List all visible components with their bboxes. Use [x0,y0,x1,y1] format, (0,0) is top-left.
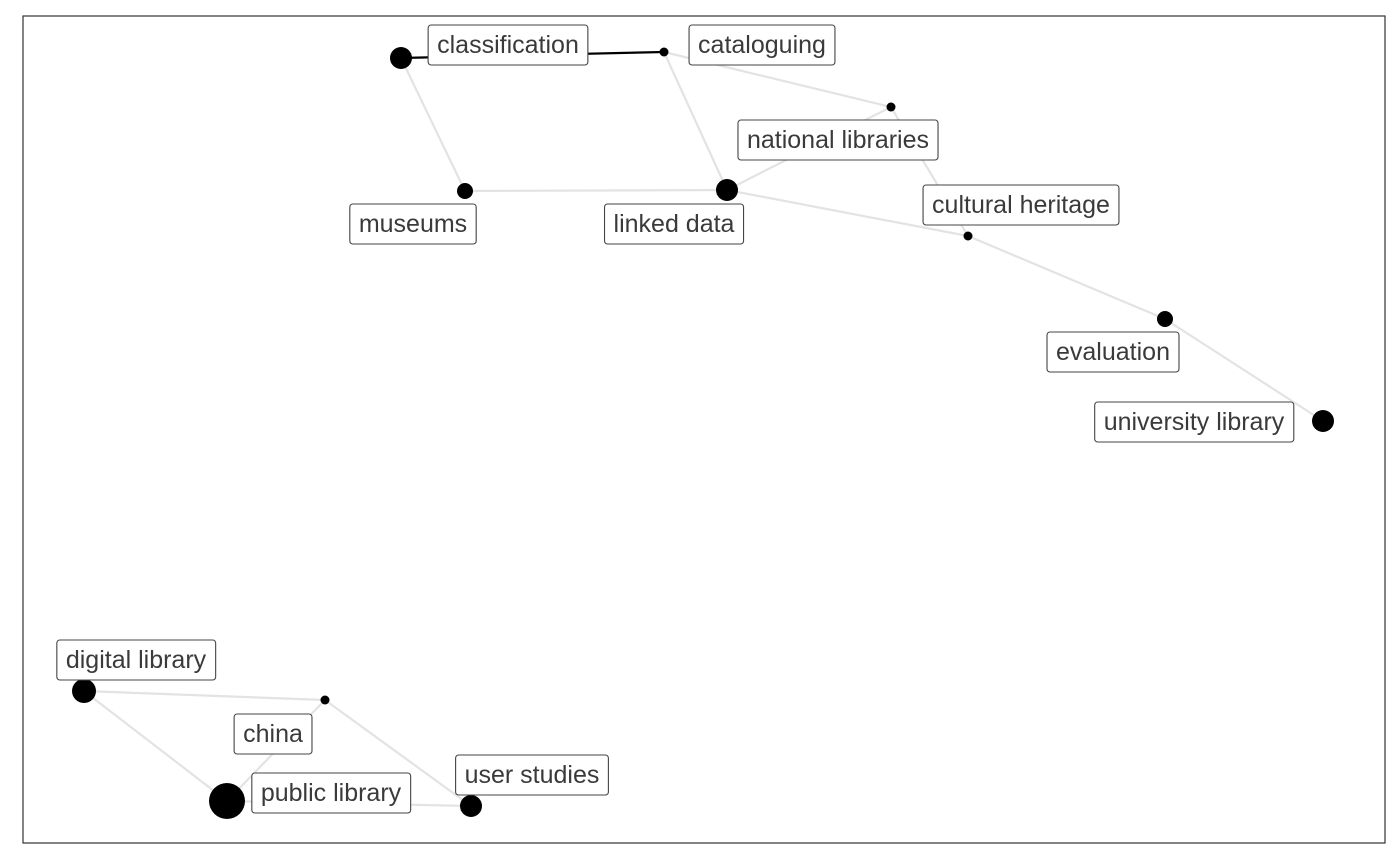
edge-digital_library-china [82,689,327,702]
label-box [349,203,477,245]
label-box [688,24,836,66]
node-cultural-heritage[interactable] [963,231,973,241]
label-box [251,772,412,814]
label-text: public library [261,779,402,807]
node-evaluation[interactable] [1157,311,1173,327]
nodes-layer [72,47,1334,819]
edge-cultural_heritage-evaluation [966,234,1167,321]
label-university-library: university library [1094,401,1295,443]
label-box [455,754,609,796]
label-box [427,24,589,66]
label-public-library: public library [251,772,412,814]
label-china: china [233,713,313,755]
edge-cataloguing-linked_data [662,50,729,192]
label-text: user studies [465,761,600,789]
label-user-studies: user studies [455,754,609,796]
label-text: museums [359,210,467,238]
edge-evaluation-university_library [1163,317,1325,423]
label-cultural-heritage: cultural heritage [922,184,1120,226]
labels-layer: classification cataloguing national librar… [56,24,1295,814]
node-digital-library[interactable] [72,679,96,703]
label-box [233,713,313,755]
label-evaluation: evaluation [1046,331,1180,373]
node-university-library[interactable] [1312,410,1334,432]
label-box [1046,331,1180,373]
node-cataloguing[interactable] [659,47,669,57]
edge-linked_data-cultural_heritage [725,188,970,238]
node-museums[interactable] [457,183,473,199]
label-classification: classification [427,24,589,66]
node-classification[interactable] [390,47,412,69]
label-text: university library [1104,408,1285,436]
label-text: classification [437,31,579,59]
label-digital-library: digital library [56,639,217,681]
label-text: national libraries [747,126,929,154]
label-text: cultural heritage [932,191,1110,219]
label-box [1094,401,1295,443]
label-text: digital library [66,646,207,674]
node-linked-data[interactable] [716,179,738,201]
label-text: linked data [614,210,735,238]
label-box [56,639,217,681]
edge-digital_library-public_library [82,689,229,803]
node-user-studies[interactable] [460,795,482,817]
label-box [737,119,939,161]
label-box [922,184,1120,226]
label-museums: museums [349,203,477,245]
edge-china-user_studies [323,698,473,808]
edge-museums-linked_data [463,188,729,193]
node-national-libraries[interactable] [886,102,896,112]
label-cataloguing: cataloguing [688,24,836,66]
label-national-libraries: national libraries [737,119,939,161]
label-text: evaluation [1056,338,1170,366]
node-china[interactable] [320,695,330,705]
label-text: china [243,720,303,748]
label-box [603,203,745,245]
label-linked-data: linked data [603,203,745,245]
edge-classification-museums [399,56,467,193]
label-text: cataloguing [698,31,826,59]
node-public-library[interactable] [209,783,245,819]
